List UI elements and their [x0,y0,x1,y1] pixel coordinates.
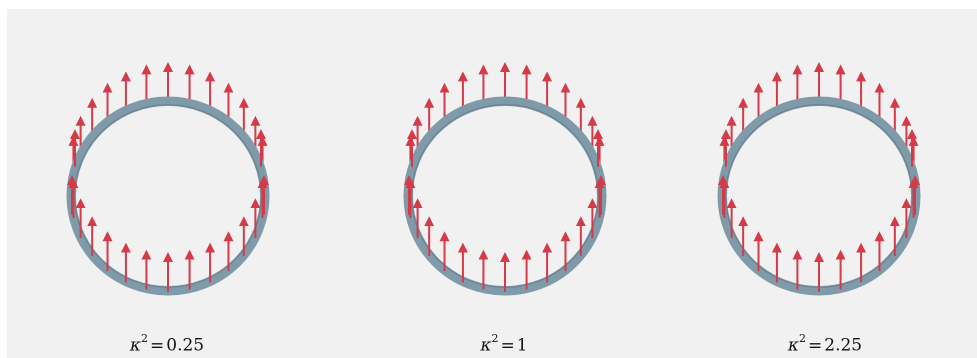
caption-panel-1: κ2=0.25 [67,332,267,356]
ring-panel-2 [403,62,607,296]
kappa-value: 2.25 [824,335,863,356]
front-arrows [68,178,268,292]
front-arrows [719,178,919,292]
exponent: 2 [799,332,807,345]
kappa-value: 0.25 [166,335,205,356]
kappa-symbol: κ [129,335,142,356]
back-arrows [68,62,268,176]
exponent: 2 [491,332,499,345]
equals-sign: = [150,335,165,356]
front-arrows [405,178,605,292]
back-arrows [719,62,919,176]
exponent: 2 [141,332,149,345]
ring-panel-1 [66,62,270,296]
caption-panel-2: κ2=1 [404,332,604,356]
caption-panel-3: κ2=2.25 [725,332,925,356]
kappa-symbol: κ [480,335,492,356]
rings-diagram [66,62,921,296]
ring-panel-3 [717,62,921,296]
kappa-value: 1 [516,335,528,356]
kappa-symbol: κ [787,335,800,356]
equals-sign: = [808,335,823,356]
back-arrows [405,62,605,176]
figure-panel: κ2=0.25 κ2=1 κ2=2.25 [7,9,977,358]
equals-sign: = [500,335,515,356]
